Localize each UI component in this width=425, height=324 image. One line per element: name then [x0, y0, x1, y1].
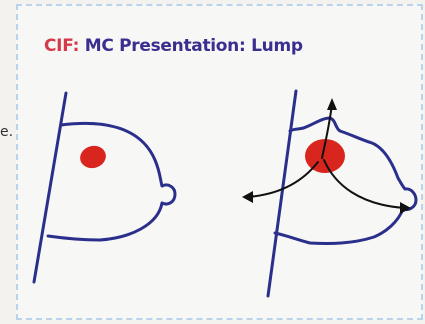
- arrowhead-right: [400, 202, 411, 214]
- left-chest-wall: [34, 93, 66, 282]
- right-breast-outline: [275, 118, 416, 243]
- left-breast-outline: [48, 123, 175, 240]
- arrowhead-up: [327, 98, 337, 110]
- left-lump: [78, 143, 109, 171]
- arrowhead-left: [242, 191, 253, 203]
